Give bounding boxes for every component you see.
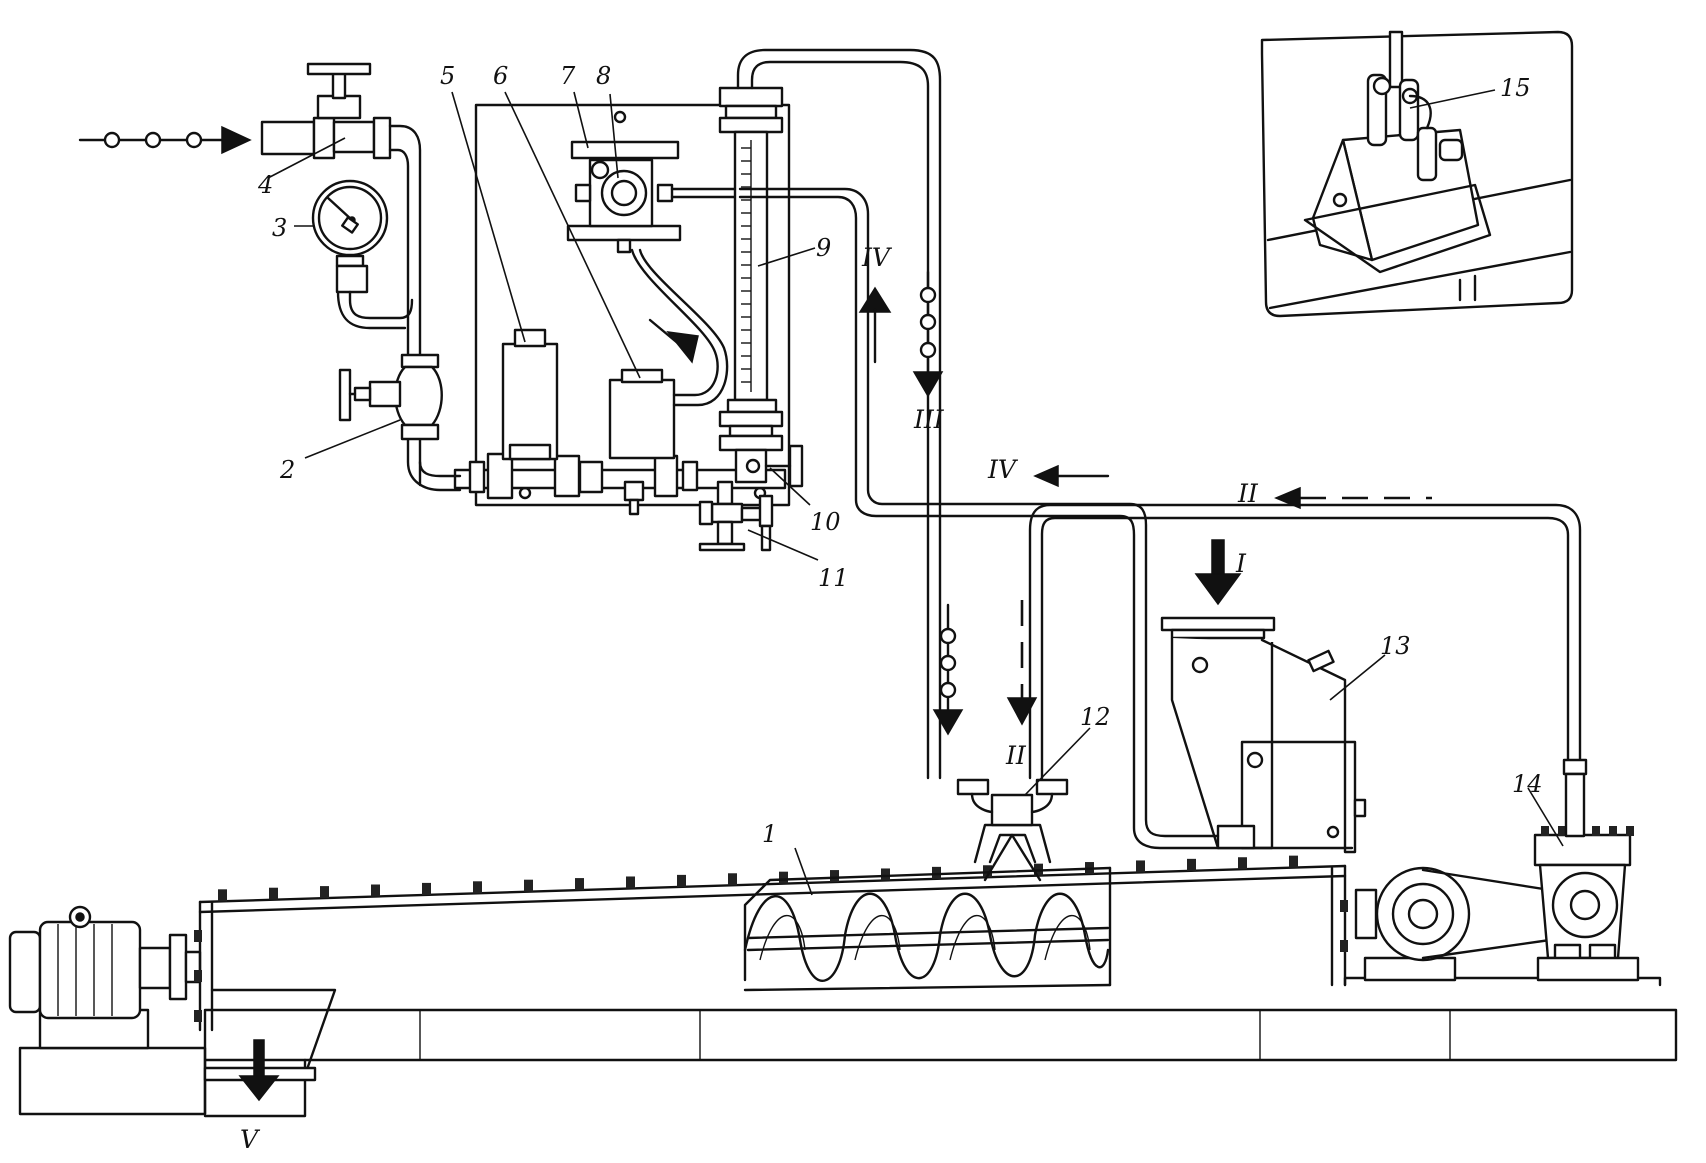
label-2: 2 <box>279 456 295 484</box>
label-9: 9 <box>816 234 831 262</box>
arrow-ii-mixer-down <box>1006 600 1038 726</box>
filter-cylinder <box>501 328 559 461</box>
flange-bolt <box>728 873 737 886</box>
label-13: 13 <box>1380 632 1411 660</box>
label-10: 10 <box>810 508 841 536</box>
label-12: 12 <box>1080 703 1111 731</box>
flange-bolt <box>881 868 890 881</box>
flange-bolt <box>932 866 941 879</box>
flange-bolt <box>320 886 329 899</box>
drive-motor <box>8 905 202 1050</box>
arrow-v-down <box>238 1039 280 1102</box>
dosing-hopper <box>1160 616 1367 854</box>
flow-label-i: I <box>1235 549 1247 578</box>
shutoff-valve <box>338 353 443 441</box>
flange-bolt <box>677 874 686 887</box>
rotameter <box>718 86 804 488</box>
panel-header-pipe <box>453 452 787 516</box>
label-6: 6 <box>493 62 508 90</box>
regulator-box <box>608 248 729 460</box>
pump-head-bolt <box>1558 826 1566 836</box>
label-1: 1 <box>762 820 777 848</box>
flange-bolt <box>1136 860 1145 873</box>
pump-assembly <box>1343 826 1662 987</box>
pump-head-bolt <box>1592 826 1600 836</box>
inset-detail <box>1260 30 1574 318</box>
flow-labels: IV III IV II I II V <box>240 243 1259 1154</box>
label-4: 4 <box>257 171 273 199</box>
label-11: 11 <box>818 564 849 592</box>
label-7: 7 <box>560 62 576 90</box>
pump-head-bolt <box>1609 826 1617 836</box>
label-5: 5 <box>440 62 455 90</box>
end-bolt <box>1340 900 1348 912</box>
end-bolt <box>1340 940 1348 952</box>
flange-bolt <box>371 884 380 897</box>
pump-head-bolt <box>1626 826 1634 836</box>
arrow-iv-up <box>858 286 892 364</box>
flow-label-iv-horizontal: IV <box>987 455 1019 484</box>
arrow-iii-mixer-down <box>932 603 964 736</box>
end-bolt <box>194 1010 202 1022</box>
flange-bolt <box>626 876 635 889</box>
sight-gauge-assembly <box>566 140 742 254</box>
flange-bolt <box>422 882 431 895</box>
screw-auger <box>743 866 1112 992</box>
inlet-pipe <box>260 62 462 492</box>
mixing-head <box>956 778 1069 882</box>
label-14: 14 <box>1512 770 1543 798</box>
flow-label-ii-mixer: II <box>1005 741 1027 770</box>
panel-flow-arrow <box>648 318 699 364</box>
flange-bolt <box>1238 857 1247 870</box>
discharge-chute <box>203 988 337 1082</box>
part-number-labels: 1 2 3 4 5 6 7 8 9 10 11 12 13 14 15 <box>257 62 1543 848</box>
water-supply-pipes <box>736 48 1588 850</box>
arrow-iv-left <box>1033 464 1110 488</box>
foundation-base <box>18 1008 1678 1118</box>
flow-label-v: V <box>240 1125 261 1154</box>
flange-bolt <box>1289 855 1298 868</box>
label-3: 3 <box>272 214 287 242</box>
label-15: 15 <box>1500 74 1531 102</box>
flange-bolt <box>473 881 482 894</box>
arrow-iii-down <box>912 270 944 398</box>
inlet-arrow <box>78 125 252 155</box>
drain-valve <box>698 480 774 552</box>
pressure-gauge <box>311 179 414 330</box>
flange-bolt <box>1187 858 1196 871</box>
flange-bolt <box>575 878 584 891</box>
flow-label-ii-top: II <box>1237 479 1259 508</box>
arrow-i-down <box>1194 539 1242 606</box>
end-bolt <box>194 930 202 942</box>
flow-label-iv-vertical: IV <box>861 243 893 272</box>
pump-head-bolt <box>1541 826 1549 836</box>
flange-bolt <box>524 879 533 892</box>
flange-bolt <box>269 887 278 900</box>
end-bolt <box>194 970 202 982</box>
screw-trough <box>194 855 1348 1032</box>
label-8: 8 <box>596 62 611 90</box>
leader-lines <box>267 89 1564 896</box>
flange-bolt <box>830 870 839 883</box>
flange-bolt <box>218 889 227 902</box>
arrow-ii-left <box>1274 486 1432 510</box>
flange-bolt <box>779 871 788 884</box>
flow-label-iii: III <box>913 405 945 434</box>
